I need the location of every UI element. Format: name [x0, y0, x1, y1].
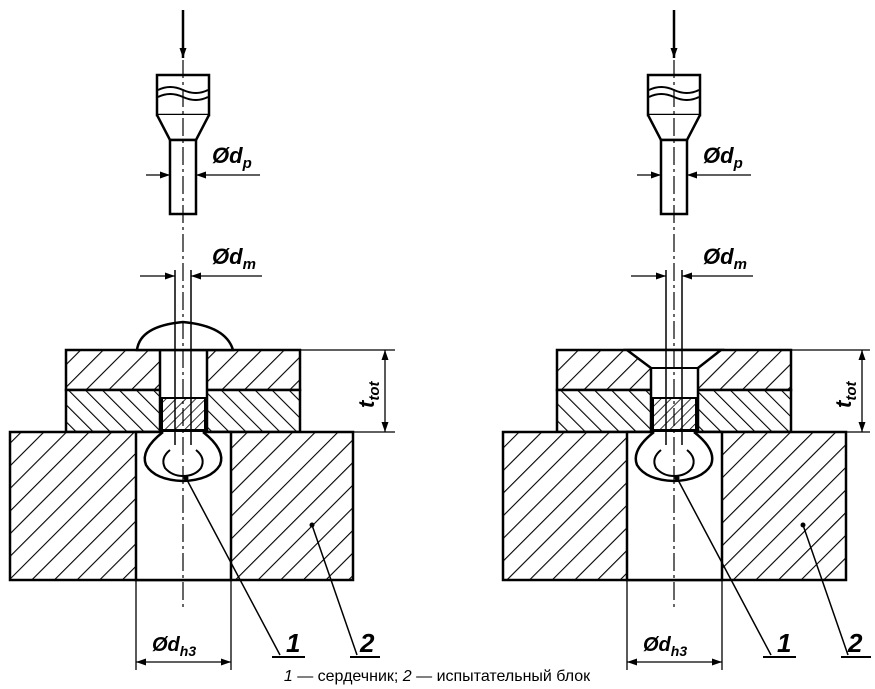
mandrel-head-left	[143, 431, 223, 483]
callout-1-left: 1	[286, 628, 300, 658]
label-dm-left: Ødm	[212, 244, 256, 273]
callout-2-left: 2	[359, 628, 375, 658]
left-figure: Ødp Ødm ttot Ødh3 1 2	[8, 10, 395, 670]
callout-1-right: 1	[777, 628, 791, 658]
label-ttot-left: ttot	[354, 381, 383, 408]
label-dp-right: Ødp	[703, 143, 743, 172]
label-ttot-right: ttot	[831, 381, 860, 408]
label-dm-right: Ødm	[703, 244, 747, 273]
right-figure: Ødp Ødm ttot Ødh3 1 2	[501, 10, 871, 670]
label-dh3-left: Ødh3	[152, 634, 196, 659]
figure-caption: 1 — сердечник; 2 — испытательный блок	[284, 668, 591, 685]
callout-2-right: 2	[847, 628, 863, 658]
label-dp-left: Ødp	[212, 143, 252, 172]
rivet-head-left	[135, 320, 235, 352]
label-dh3-right: Ødh3	[643, 634, 687, 659]
